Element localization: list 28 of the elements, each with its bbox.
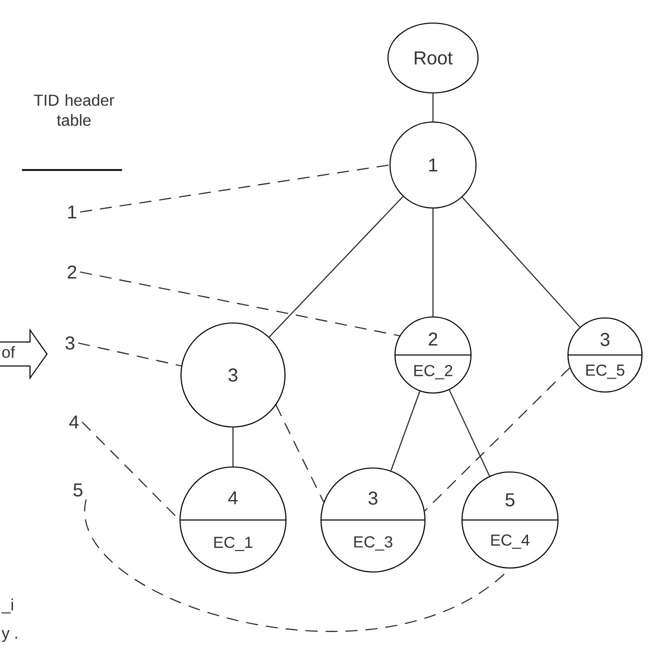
table-entry: 5 <box>74 484 82 497</box>
tree-edge <box>432 208 434 316</box>
circle-node: 3 <box>180 322 286 428</box>
tree-edge <box>390 391 420 471</box>
split-circle-node: 3 EC_3 <box>320 467 426 573</box>
split-circle-node: 3 EC_5 <box>567 317 643 393</box>
split-circle-node: 2 EC_2 <box>394 316 472 394</box>
dashed-link <box>424 367 570 512</box>
cut-off-text: of <box>2 346 15 358</box>
table-entry: 1 <box>68 206 76 218</box>
split-circle-node: 5 EC_4 <box>461 471 559 569</box>
dashed-link <box>276 404 324 502</box>
dashed-link <box>80 164 390 213</box>
table-entry: 3 <box>66 336 74 350</box>
cut-off-text: _i <box>1 598 13 614</box>
table-header: TID header table <box>34 94 114 126</box>
table-entry: 2 <box>68 265 76 279</box>
circle-node: 1 <box>389 121 477 209</box>
dashed-link <box>78 342 182 366</box>
dashed-link <box>80 271 400 336</box>
split-circle-node: 4 EC_1 <box>179 466 287 574</box>
tree-edge <box>448 390 490 476</box>
table-entry: 4 <box>69 416 79 428</box>
cut-off-text: y . <box>2 630 18 642</box>
tree-edge <box>268 196 404 338</box>
tree-edge <box>462 196 580 328</box>
tree-edge <box>432 93 434 122</box>
tree-edge <box>232 428 234 466</box>
